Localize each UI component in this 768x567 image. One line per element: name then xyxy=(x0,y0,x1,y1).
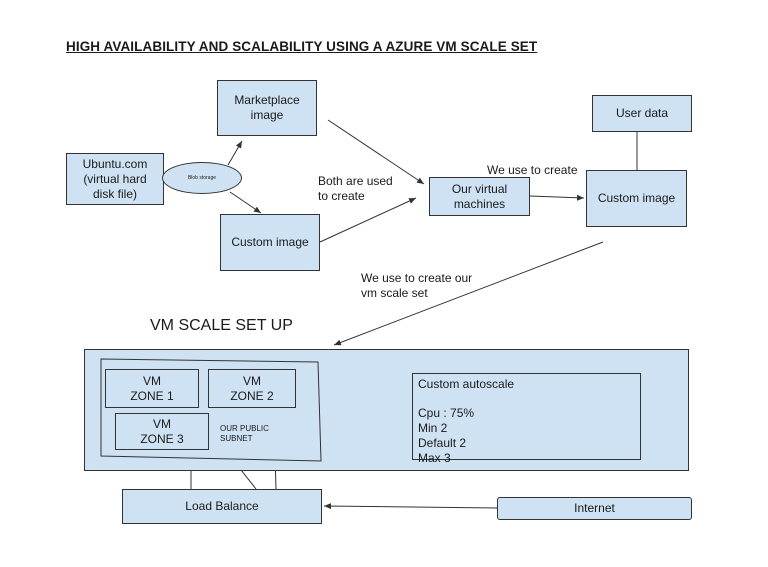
load-balance-box: Load Balance xyxy=(122,489,322,524)
vm-zone-3: VM ZONE 3 xyxy=(115,413,209,450)
marketplace-image-box: Marketplace image xyxy=(217,80,317,136)
internet-box: Internet xyxy=(497,497,692,520)
both-used-label: Both are used to create xyxy=(318,174,393,203)
page-title: HIGH AVAILABILITY AND SCALABILITY USING … xyxy=(66,39,538,54)
autoscale-cpu: Cpu : 75% xyxy=(418,406,475,420)
custom-autoscale-box: Custom autoscale Cpu : 75% Min 2 Default… xyxy=(412,373,641,465)
arrow-custom-to-vms xyxy=(319,197,417,243)
arrow-blob-to-custom xyxy=(229,191,262,214)
autoscale-title: Custom autoscale xyxy=(418,377,515,391)
user-data-box: User data xyxy=(592,95,692,132)
we-use-scale-set-label: We use to create our vm scale set xyxy=(361,271,473,300)
we-use-create-label: We use to create xyxy=(487,163,578,177)
virtual-machines-box: Our virtual machines xyxy=(429,177,530,216)
autoscale-min: Min 2 xyxy=(418,421,448,435)
arrow-blob-to-marketplace xyxy=(227,140,243,166)
blob-storage-ellipse: Blob storage xyxy=(162,162,242,194)
arrow-marketplace-to-vms xyxy=(327,119,425,185)
autoscale-default: Default 2 xyxy=(418,436,467,450)
public-subnet-label: OUR PUBLIC SUBNET xyxy=(220,424,269,443)
autoscale-max: Max 3 xyxy=(418,451,451,465)
arrow-internet-to-lb xyxy=(323,503,498,510)
custom-image-right-box: Custom image xyxy=(586,170,687,227)
vm-zone-1: VM ZONE 1 xyxy=(105,369,199,408)
vm-zone-2: VM ZONE 2 xyxy=(208,369,296,408)
custom-image-left-box: Custom image xyxy=(220,214,320,271)
arrow-custom-to-scaleset xyxy=(333,241,604,346)
scale-set-heading: VM SCALE SET UP xyxy=(150,317,293,334)
ubuntu-box: Ubuntu.com (virtual hard disk file) xyxy=(66,153,164,205)
arrow-vms-to-custom-right xyxy=(529,194,585,201)
